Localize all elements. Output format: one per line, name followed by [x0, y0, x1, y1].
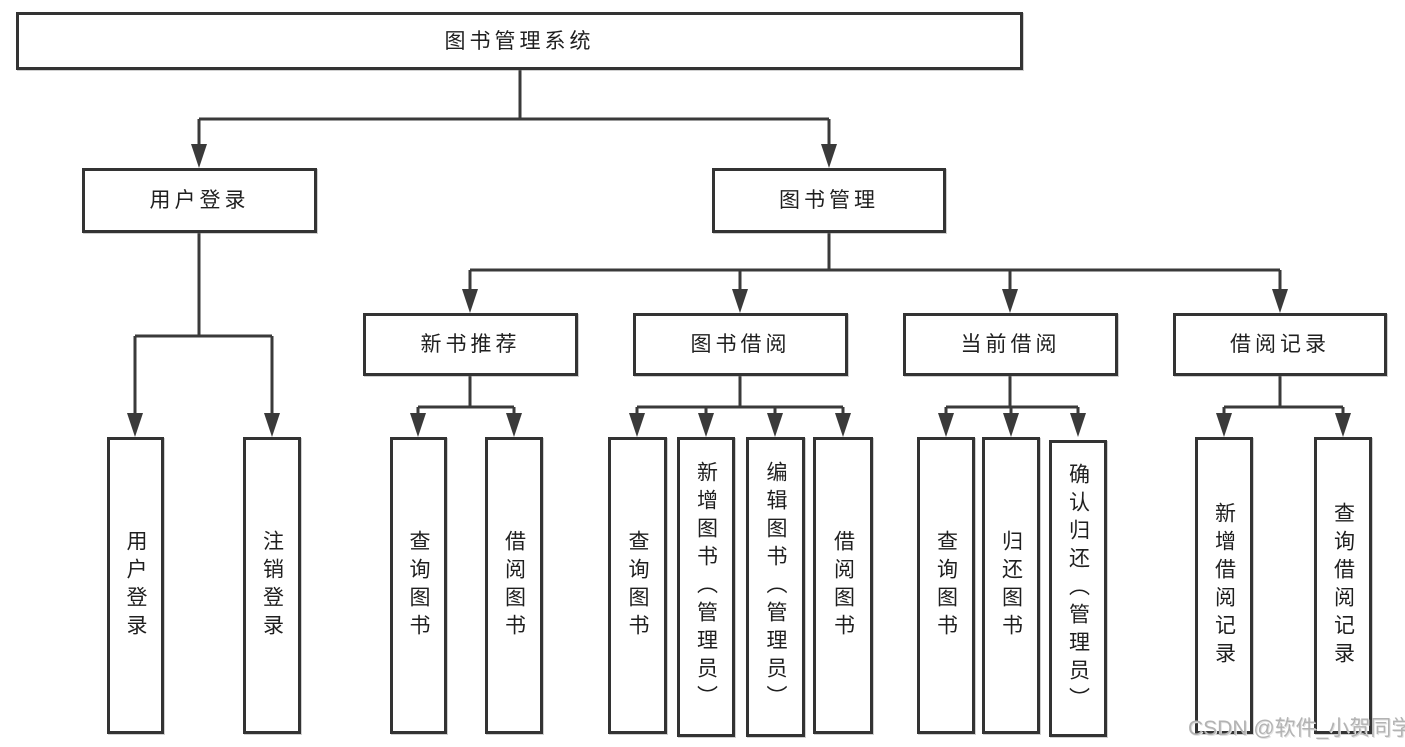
- leaf-label: 归还图书: [999, 529, 1023, 642]
- node-book-borrowing: 图书借阅: [633, 313, 848, 376]
- node-user-login: 用户登录: [82, 168, 317, 233]
- leaf-label: 用户登录: [124, 529, 147, 642]
- csdn-watermark: CSDN @软件_小贺同学: [1188, 717, 1405, 740]
- node-label: 借阅记录: [1230, 333, 1330, 356]
- leaf-label: 确认归还（管理员）: [1066, 462, 1090, 715]
- node-label: 新书推荐: [420, 333, 521, 356]
- leaf-label: 查询图书: [626, 529, 649, 642]
- node-label: 图书管理: [779, 189, 879, 212]
- node-library-management-system: 图书管理系统: [16, 12, 1023, 70]
- node-label: 图书管理系统: [444, 29, 595, 53]
- leaf-logout-login: 注销登录: [243, 437, 301, 734]
- leaf-query-books-current: 查询图书: [917, 437, 975, 734]
- leaf-label: 编辑图书（管理员）: [764, 461, 787, 713]
- node-borrowing-records: 借阅记录: [1173, 313, 1387, 376]
- node-label: 当前借阅: [960, 333, 1061, 356]
- leaf-borrow-books-recommend: 借阅图书: [485, 437, 543, 734]
- leaf-add-book-admin: 新增图书（管理员）: [677, 437, 735, 737]
- leaf-label: 查询图书: [407, 529, 430, 642]
- node-label: 用户登录: [149, 189, 250, 212]
- node-current-borrowing: 当前借阅: [903, 313, 1118, 376]
- node-new-book-recommend: 新书推荐: [363, 313, 578, 376]
- leaf-label: 查询图书: [934, 529, 958, 642]
- leaf-label: 新增图书（管理员）: [694, 461, 718, 713]
- leaf-return-book: 归还图书: [982, 437, 1040, 734]
- leaf-borrow-books: 借阅图书: [813, 437, 873, 734]
- leaf-query-books-borrow: 查询图书: [608, 437, 667, 734]
- leaf-label: 新增借阅记录: [1212, 501, 1236, 670]
- leaf-user-login: 用户登录: [107, 437, 164, 734]
- leaf-confirm-return-admin: 确认归还（管理员）: [1049, 440, 1107, 737]
- leaf-label: 注销登录: [260, 529, 284, 642]
- leaf-add-borrow-record: 新增借阅记录: [1195, 437, 1253, 734]
- leaf-label: 借阅图书: [502, 529, 526, 642]
- leaf-query-borrow-record: 查询借阅记录: [1314, 437, 1372, 734]
- leaf-edit-book-admin: 编辑图书（管理员）: [746, 437, 805, 737]
- node-book-management: 图书管理: [712, 168, 946, 233]
- node-label: 图书借阅: [690, 333, 791, 356]
- leaf-label: 借阅图书: [831, 529, 855, 642]
- leaf-label: 查询借阅记录: [1331, 501, 1355, 670]
- leaf-query-books-recommend: 查询图书: [390, 437, 447, 734]
